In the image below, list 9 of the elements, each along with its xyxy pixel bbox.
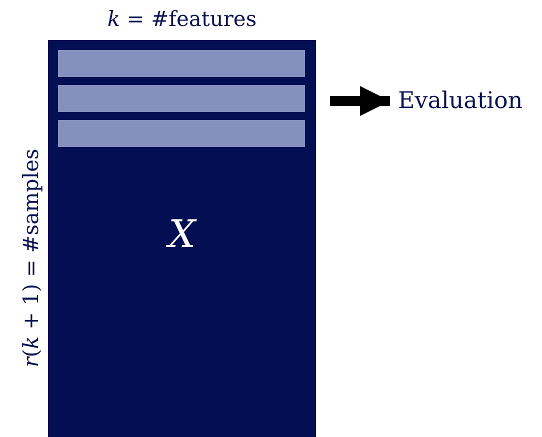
dimension-label: r(k + 1) = #samples (18, 148, 44, 370)
matrix-block (48, 40, 316, 437)
row-bar (58, 85, 305, 112)
row-bar (58, 120, 305, 147)
row-bar (58, 50, 305, 77)
dimension-label: k = #features (106, 6, 258, 33)
arrow (330, 86, 390, 116)
text-label: Evaluation (398, 84, 523, 118)
matrix-symbol: X (165, 215, 198, 253)
